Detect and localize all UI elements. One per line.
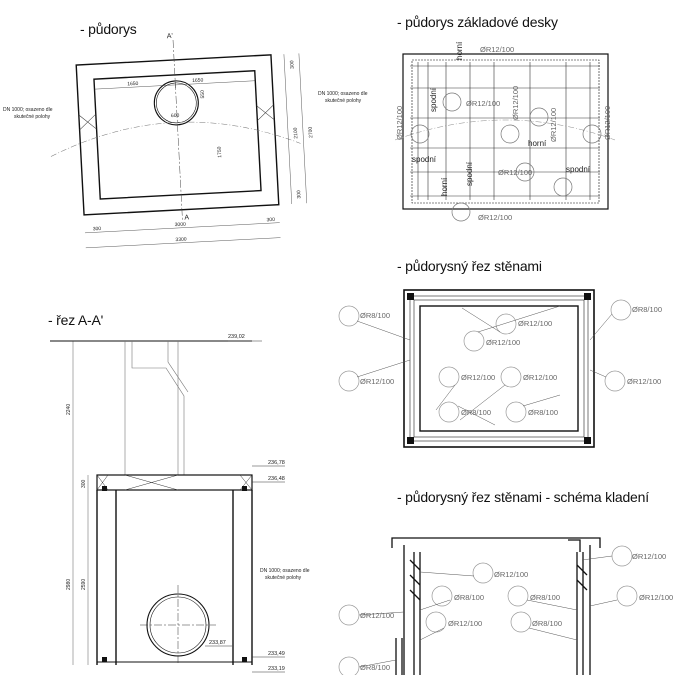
section-dim-300: 300 bbox=[81, 479, 87, 488]
plan-opening-left bbox=[78, 113, 97, 131]
walls-rebar-1: ØR8/100 bbox=[360, 311, 390, 320]
section-level-top: 239,02 bbox=[228, 334, 245, 340]
title-zakladova-deska: - půdorys základové desky bbox=[397, 14, 558, 30]
plan-dim-line-top bbox=[94, 80, 256, 90]
slab-edge-bars bbox=[411, 59, 600, 204]
slab-word-spodni-left: spodní bbox=[429, 87, 438, 112]
section-dim-2590: 2590 bbox=[81, 579, 87, 590]
title-rez-aa: - řez A-A' bbox=[48, 312, 104, 328]
plan-dim-1750: 1750 bbox=[217, 146, 224, 158]
schema-rebar-9: ØR8/100 bbox=[360, 663, 390, 672]
title-schema-kladeni: - půdorysný řez stěnami - schéma kladení bbox=[397, 489, 649, 505]
plan-dim-1650a: 1650 bbox=[127, 81, 139, 88]
slab-word-spodni-mid: spodní bbox=[412, 155, 437, 164]
section-aa: 2240 300 2590 2980 239,02 236,78 236,48 … bbox=[50, 334, 310, 673]
section-shaft bbox=[131, 341, 189, 475]
section-note-line2: skutečné polohy bbox=[265, 575, 302, 581]
slab-rebar-t3: ØR12/100 bbox=[511, 86, 520, 120]
slab-word-horni-right: horní bbox=[440, 177, 449, 196]
plan-dim-300-right-top: 300 bbox=[289, 60, 295, 69]
plan-dim-3300: 3300 bbox=[175, 237, 187, 244]
plan-note-right-line1: DN 1000; osazeno dle bbox=[318, 91, 368, 97]
schema-rebar-7: ØR12/100 bbox=[448, 619, 482, 628]
schema-rebar-3: ØR8/100 bbox=[454, 593, 484, 602]
plan-section-mark-bottom: A bbox=[184, 214, 189, 221]
plan-note-left-line2: skutečné polohy bbox=[14, 114, 51, 120]
slab-word-spodni-mid2: spodní bbox=[465, 161, 474, 186]
plan-dim-300-right-bottom: 300 bbox=[296, 190, 302, 199]
plan-section-mark-top: A' bbox=[167, 33, 173, 40]
section-note-line1: DN 1000; osazeno dle bbox=[260, 568, 310, 574]
plan-dim-3000: 3000 bbox=[175, 222, 187, 229]
plan-dim-300-bottom-right: 300 bbox=[266, 217, 275, 223]
schema-rebar-2: ØR12/100 bbox=[494, 570, 528, 579]
plan-section-axis bbox=[172, 39, 183, 222]
section-dim-2980: 2980 bbox=[66, 579, 72, 590]
walls-outer bbox=[403, 289, 595, 448]
plan-inner-wall bbox=[93, 70, 262, 200]
plan-outer-wall bbox=[75, 54, 280, 216]
walls-rebar-8: ØR12/100 bbox=[523, 373, 557, 382]
slab-rebar-t1: ØR12/100 bbox=[480, 45, 514, 54]
walls-inner bbox=[419, 305, 579, 432]
section-level-pipe: 233,87 bbox=[209, 640, 226, 646]
schema-rebar-4: ØR8/100 bbox=[530, 593, 560, 602]
slab-rebar-t2: ØR12/100 bbox=[466, 99, 500, 108]
walls-rebar-4: ØR12/100 bbox=[486, 338, 520, 347]
plan-opening-right bbox=[256, 104, 275, 121]
walls-rebar-5: ØR12/100 bbox=[360, 377, 394, 386]
plan-dim-2700: 2700 bbox=[308, 126, 315, 138]
walls-rebar-9: ØR8/100 bbox=[461, 408, 491, 417]
schema-rebar-5: ØR12/100 bbox=[639, 593, 673, 602]
title-pudorys: - půdorys bbox=[80, 21, 137, 37]
walls-section-plan: ØR8/100 ØR8/100 ØR12/100 ØR12/100 ØR12/1… bbox=[338, 289, 662, 448]
plan-dim-1650b: 1650 bbox=[192, 77, 204, 84]
plan-view: 1650 1650 600 550 1750 300 2100 300 2700… bbox=[50, 33, 315, 249]
walls-schema-plan: ØR12/100 ØR12/100 ØR8/100 ØR8/100 ØR12/1… bbox=[338, 537, 673, 675]
slab-word-horni-mid: horní bbox=[528, 139, 547, 148]
section-cover-slab bbox=[96, 474, 253, 491]
section-level-3: 233,49 bbox=[268, 651, 285, 657]
section-level-1: 236,78 bbox=[268, 460, 285, 466]
slab-rebar-b2: ØR12/100 bbox=[549, 108, 558, 142]
section-level-4: 233,19 bbox=[268, 666, 285, 672]
schema-rebar-8: ØR8/100 bbox=[532, 619, 562, 628]
walls-rebar-2: ØR8/100 bbox=[632, 305, 662, 314]
plan-dim-550: 550 bbox=[200, 90, 206, 99]
slab-rebar-l1: ØR12/100 bbox=[395, 106, 404, 140]
plan-dim-600: 600 bbox=[171, 113, 180, 119]
slab-outline bbox=[402, 53, 609, 210]
walls-rebar-10: ØR8/100 bbox=[528, 408, 558, 417]
slab-rebar-m1: ØR12/100 bbox=[498, 168, 532, 177]
slab-rebar-b1: ØR12/100 bbox=[478, 213, 512, 222]
slab-rebar-r1: ØR12/100 bbox=[603, 106, 612, 140]
plan-dim-2100: 2100 bbox=[293, 127, 300, 139]
plan-note-right-line2: skutečné polohy bbox=[325, 98, 362, 104]
schema-rebar-1: ØR12/100 bbox=[632, 552, 666, 561]
plan-note-left-line1: DN 1000; osazeno dle bbox=[3, 107, 53, 113]
title-rez-stenami: - půdorysný řez stěnami bbox=[397, 258, 542, 274]
slab-word-spodni-right: spodní bbox=[566, 165, 591, 174]
walls-rebar-3: ØR12/100 bbox=[518, 319, 552, 328]
base-slab-plan: horní spodní spodní horní spodní horní s… bbox=[394, 41, 616, 222]
schema-rebar-6: ØR12/100 bbox=[360, 611, 394, 620]
plan-dim-300-bottom-left: 300 bbox=[93, 226, 102, 232]
slab-word-horni-top: horní bbox=[455, 41, 464, 60]
plan-pipe-axis bbox=[50, 121, 301, 157]
walls-rebar-7: ØR12/100 bbox=[461, 373, 495, 382]
section-dim-2240: 2240 bbox=[66, 404, 72, 415]
walls-rebar-6: ØR12/100 bbox=[627, 377, 661, 386]
section-level-2: 236,48 bbox=[268, 476, 285, 482]
